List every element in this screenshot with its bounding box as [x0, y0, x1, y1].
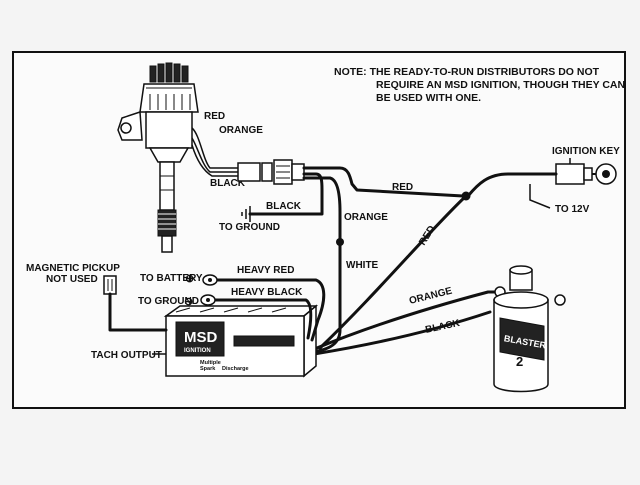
label-ignition-key: IGNITION KEY: [552, 146, 620, 157]
note-line-2: REQUIRE AN MSD IGNITION, THOUGH THEY CAN: [376, 79, 625, 91]
coil-number: 2: [516, 354, 523, 369]
msd-line-1: Multiple: [200, 360, 221, 366]
minus-terminal-icon: ⊖: [184, 296, 193, 308]
label-to-battery: TO BATTERY: [140, 273, 203, 284]
label-black-distributor: BLACK: [210, 178, 246, 189]
wire-heavy-black: [212, 298, 313, 340]
ignition-coil-icon: BLASTER 2: [493, 265, 566, 393]
label-black-ground: BLACK: [266, 201, 302, 212]
wire-red-key: [466, 172, 558, 198]
label-to-ground-box: TO GROUND: [138, 296, 199, 307]
msd-ignition-box-icon: MSD IGNITION Multiple Spark Discharge: [163, 304, 319, 378]
label-white: WHITE: [346, 260, 379, 271]
label-red-harness: RED: [392, 182, 413, 193]
plus-terminal-icon: ⊕: [185, 273, 194, 285]
msd-line-2: Spark: [200, 366, 216, 372]
msd-logo-sub: IGNITION: [184, 348, 211, 354]
battery-terminal-icon: [202, 274, 218, 286]
label-magnetic-pickup-2: NOT USED: [46, 274, 98, 285]
wire-magnetic-pickup: [108, 292, 168, 332]
junction-dot-white: [336, 238, 344, 246]
label-orange-distributor: ORANGE: [219, 125, 263, 136]
note-line-1: NOTE: THE READY-TO-RUN DISTRIBUTORS DO N…: [334, 66, 600, 78]
ground-terminal-icon: [200, 294, 216, 306]
wire-black-distributor: [191, 144, 238, 177]
wire-heavy-red: [212, 278, 326, 342]
label-red-distributor: RED: [204, 111, 225, 122]
wire-red-harness: [302, 166, 465, 198]
label-heavy-red: HEAVY RED: [237, 265, 294, 276]
wire-12v: [529, 184, 551, 209]
pickup-connector-icon: [103, 275, 117, 295]
label-to-ground-top: TO GROUND: [219, 222, 280, 233]
label-heavy-black: HEAVY BLACK: [231, 287, 303, 298]
harness-connector-icon: [237, 159, 305, 185]
wire-white: [302, 176, 342, 354]
msd-line-3: Discharge: [222, 366, 249, 372]
ground-symbol-icon: [241, 206, 251, 222]
wire-black-coil: [312, 310, 492, 356]
wire-black-ground: [248, 172, 324, 216]
distributor-icon: [117, 62, 199, 253]
wire-red-distributor: [191, 127, 238, 169]
msd-logo: MSD: [184, 329, 218, 346]
label-orange-harness: ORANGE: [344, 212, 388, 223]
wire-red-diagonal: [318, 194, 468, 350]
wire-orange-distributor: [191, 137, 238, 173]
label-magnetic-pickup-1: MAGNETIC PICKUP: [26, 263, 120, 274]
label-to-12v: TO 12V: [555, 204, 590, 215]
wire-orange-coil: [310, 290, 502, 352]
note-line-3: BE USED WITH ONE.: [376, 92, 481, 104]
label-tach-output: TACH OUTPUT: [91, 350, 162, 361]
